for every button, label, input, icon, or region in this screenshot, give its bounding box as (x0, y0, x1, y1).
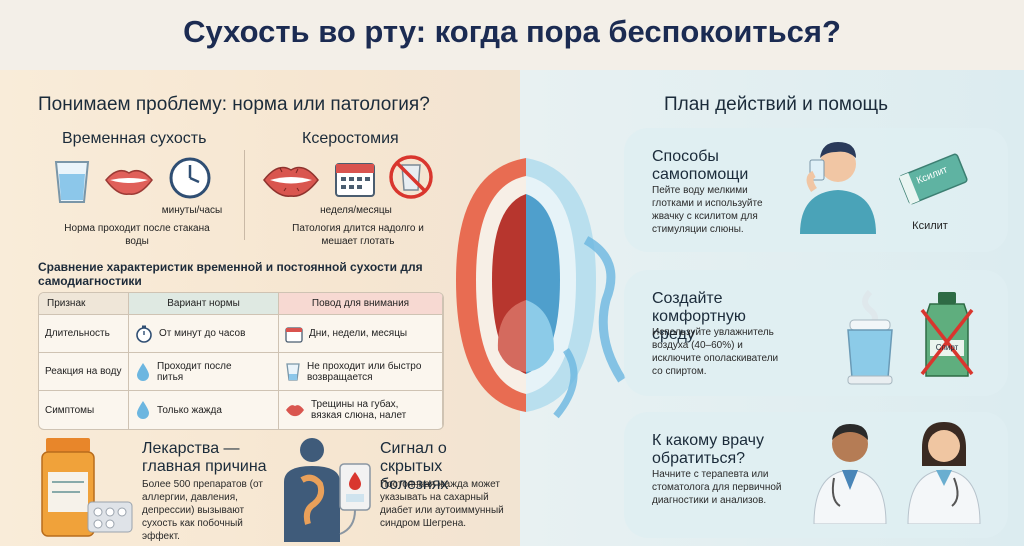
crossed-mouthwash-bottle-icon (920, 292, 974, 377)
row-sign: Длительность (39, 315, 129, 353)
row-sign: Симптомы (39, 391, 129, 429)
environment-title: Создайте комфортную среду (652, 290, 746, 343)
medicine-title: Лекарства — главная причина (142, 440, 267, 475)
comparison-title: Сравнение характеристик временной и пост… (38, 260, 423, 288)
glass-of-water-icon (54, 161, 90, 203)
xerostomia-time-label: неделя/месяцы (320, 205, 392, 216)
xerostomia-caption: Патология длится надолго и мешает глотат… (292, 223, 424, 247)
row-norm: Только жажда (157, 404, 222, 416)
empty-glass-icon (286, 362, 300, 381)
row-attention: Не проходит или быстро возвращается (307, 360, 422, 383)
cracked-lips-icon (263, 166, 319, 197)
temporary-caption: Норма проходит после стакана воды (64, 223, 210, 247)
bottle-label: Спирт (935, 343, 959, 352)
no-water-icon (389, 155, 433, 199)
row-sign: Реакция на воду (39, 353, 129, 391)
temporary-time-label: минуты/часы (161, 205, 223, 216)
table-row: Длительность От минут до часов Дни, неде… (39, 315, 443, 353)
water-drop-icon (137, 401, 149, 419)
header-sign: Признак (39, 293, 129, 315)
left-heading: Понимаем проблему: норма или патология? (38, 94, 430, 115)
doctor-text: Начните с терапевта или стоматолога для … (652, 469, 782, 506)
calendar-icon (335, 163, 375, 197)
female-doctor-icon (907, 422, 981, 524)
water-drop-icon (137, 362, 149, 381)
body-and-glucometer-icon (284, 438, 371, 542)
header-norm: Вариант нормы (129, 293, 279, 315)
clock-icon (169, 157, 211, 199)
pill-bottle-icon (41, 438, 133, 537)
selfhelp-text: Пейте воду мелкими глотками и используйт… (652, 185, 763, 235)
comparison-table: Признак Вариант нормы Повод для внимания… (38, 292, 444, 430)
signal-text: Постоянная жажда может указывать на саха… (380, 479, 504, 529)
header-attention: Повод для внимания (279, 293, 443, 315)
environment-text: Используйте увлажнитель воздуха (40–60%)… (652, 327, 779, 377)
xylitol-caption: Ксилит (912, 220, 948, 232)
lips-small-icon (286, 405, 304, 417)
humidifier-icon (847, 290, 893, 385)
row-attention: Трещины на губах, вязкая слюна, налет (311, 399, 407, 421)
stopwatch-icon (136, 325, 152, 343)
table-header-row: Признак Вариант нормы Повод для внимания (39, 293, 443, 315)
signal-title: Сигнал о скрытых болезнях (380, 440, 449, 493)
medicine-text: Более 500 препаратов (от аллергии, давле… (142, 479, 263, 542)
male-doctor-icon (813, 424, 887, 524)
row-norm: От минут до часов (159, 328, 246, 339)
page-title: Сухость во рту: когда пора беспокоиться? (183, 14, 841, 49)
row-norm: Проходит после питья (157, 360, 232, 383)
selfhelp-title: Способы самопомощи (652, 148, 749, 183)
lips-icon (105, 169, 153, 195)
section-divider (244, 150, 245, 240)
row-attention: Дни, недели, месяцы (309, 328, 408, 339)
person-drinking-icon (800, 142, 876, 234)
doctor-title: К какому врачу обратиться? (652, 432, 764, 467)
table-row: Реакция на воду Проходит после питья Не … (39, 353, 443, 391)
table-row: Симптомы Только жажда Трещины на губах, … (39, 391, 443, 429)
calendar-small-icon (285, 326, 303, 343)
temporary-title: Временная сухость (62, 130, 207, 147)
xerostomia-title: Ксеростомия (302, 130, 399, 147)
right-heading: План действий и помощь (664, 94, 889, 115)
xylitol-gum-pack-icon (899, 153, 968, 205)
mouth-illustration (456, 158, 626, 419)
